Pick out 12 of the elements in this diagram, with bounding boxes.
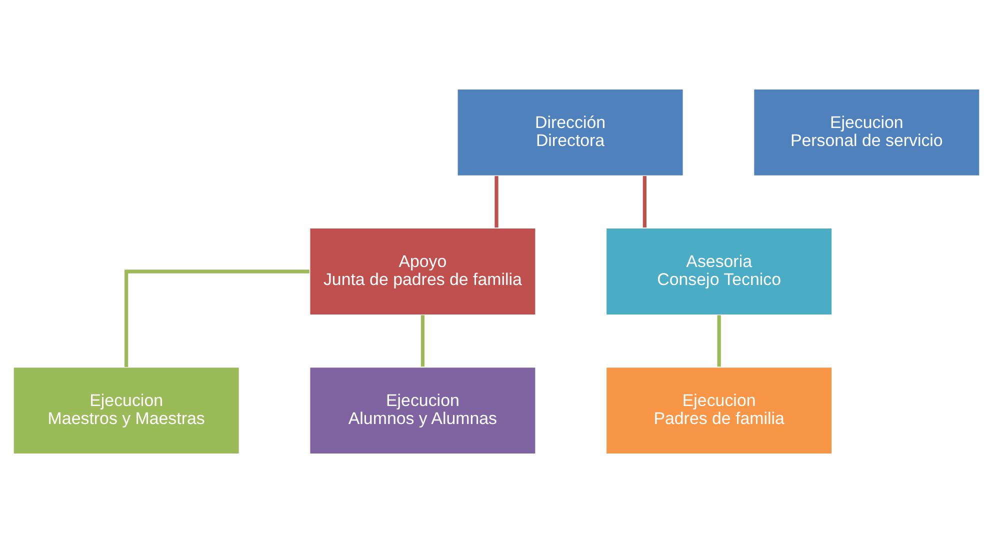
connector bbox=[124, 270, 310, 367]
node-box: Ejecucion Padres de familia bbox=[605, 366, 833, 455]
connector bbox=[420, 315, 425, 367]
connector bbox=[717, 315, 721, 367]
node-box: Ejecucion Personal de servicio bbox=[752, 88, 980, 177]
connector bbox=[494, 176, 498, 228]
connector bbox=[642, 176, 646, 228]
node-box: Ejecucion Maestros y Maestras bbox=[12, 366, 240, 455]
node-box: Ejecucion Alumnos y Alumnas bbox=[309, 366, 536, 455]
node-box: Apoyo Junta de padres de familia bbox=[309, 227, 536, 316]
node-box: Dirección Directora bbox=[456, 88, 684, 177]
node-box: Asesoria Consejo Tecnico bbox=[605, 227, 833, 316]
